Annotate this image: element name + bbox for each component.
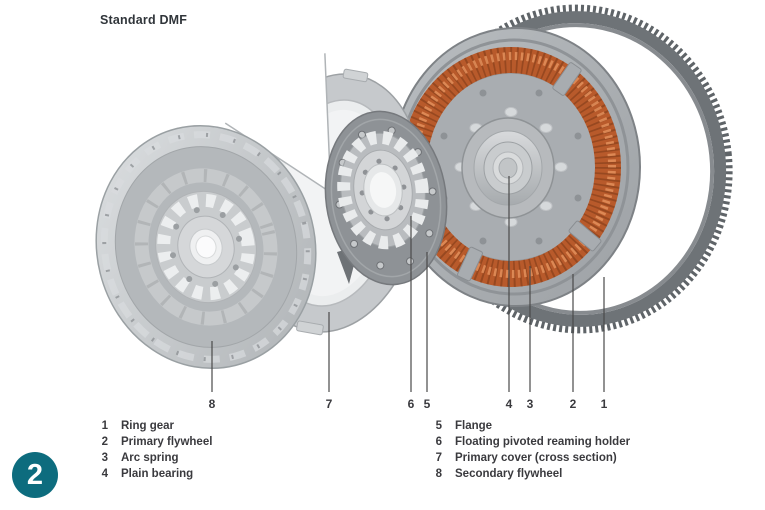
legend-item-label: Primary cover (cross section) — [455, 452, 617, 464]
legend-item-1: 1 Ring gear — [96, 420, 406, 436]
part-secondary-flywheel — [95, 124, 317, 370]
legend-column-2: 5 Flange 6 Floating pivoted reaming holder 7… — [430, 420, 750, 484]
callout-number-6: 6 — [408, 397, 415, 411]
legend-item-5: 5 Flange — [430, 420, 750, 436]
legend-item-4: 4 Plain bearing — [96, 468, 406, 484]
legend-item-2: 2 Primary flywheel — [96, 436, 406, 452]
legend-item-number: 2 — [101, 436, 108, 448]
callout-number-7: 7 — [326, 397, 333, 411]
callout-number-1: 1 — [601, 397, 608, 411]
legend-item-label: Floating pivoted reaming holder — [455, 436, 631, 448]
legend-item-number: 1 — [101, 420, 108, 432]
legend-item-number: 8 — [435, 468, 442, 480]
legend-item-label: Secondary flywheel — [455, 468, 563, 480]
legend-item-number: 6 — [435, 436, 442, 448]
figure-number-badge: 2 — [12, 452, 58, 498]
legend-item-3: 3 Arc spring — [96, 452, 406, 468]
legend-item-8: 8 Secondary flywheel — [430, 468, 750, 484]
legend-item-number: 7 — [435, 452, 442, 464]
callout-number-8: 8 — [209, 397, 216, 411]
legend-column-1: 1 Ring gear 2 Primary flywheel 3 Arc spring 4 P… — [96, 420, 406, 484]
page-title: Standard DMF — [100, 13, 188, 27]
cover-cut — [225, 53, 331, 193]
legend-item-6: 6 Floating pivoted reaming holder — [430, 436, 750, 452]
part-reaming-holder — [337, 130, 429, 250]
legend-item-number: 4 — [101, 468, 108, 480]
legend-item-number: 5 — [435, 420, 442, 432]
callout-number-4: 4 — [506, 397, 513, 411]
legend-item-label: Plain bearing — [121, 468, 194, 480]
callout-number-5: 5 — [424, 397, 431, 411]
part-plain-bearing — [461, 117, 555, 219]
legend-item-label: Arc spring — [121, 452, 179, 464]
callout-number-2: 2 — [570, 397, 577, 411]
legend-item-label: Primary flywheel — [121, 436, 213, 448]
legend-item-number: 3 — [101, 452, 108, 464]
secondary-flywheel-bolts — [170, 207, 242, 287]
callout-number-3: 3 — [527, 397, 534, 411]
legend-item-label: Ring gear — [121, 420, 175, 432]
legend-item-7: 7 Primary cover (cross section) — [430, 452, 750, 468]
legend-item-label: Flange — [455, 420, 493, 432]
flywheel-holes — [440, 89, 582, 245]
